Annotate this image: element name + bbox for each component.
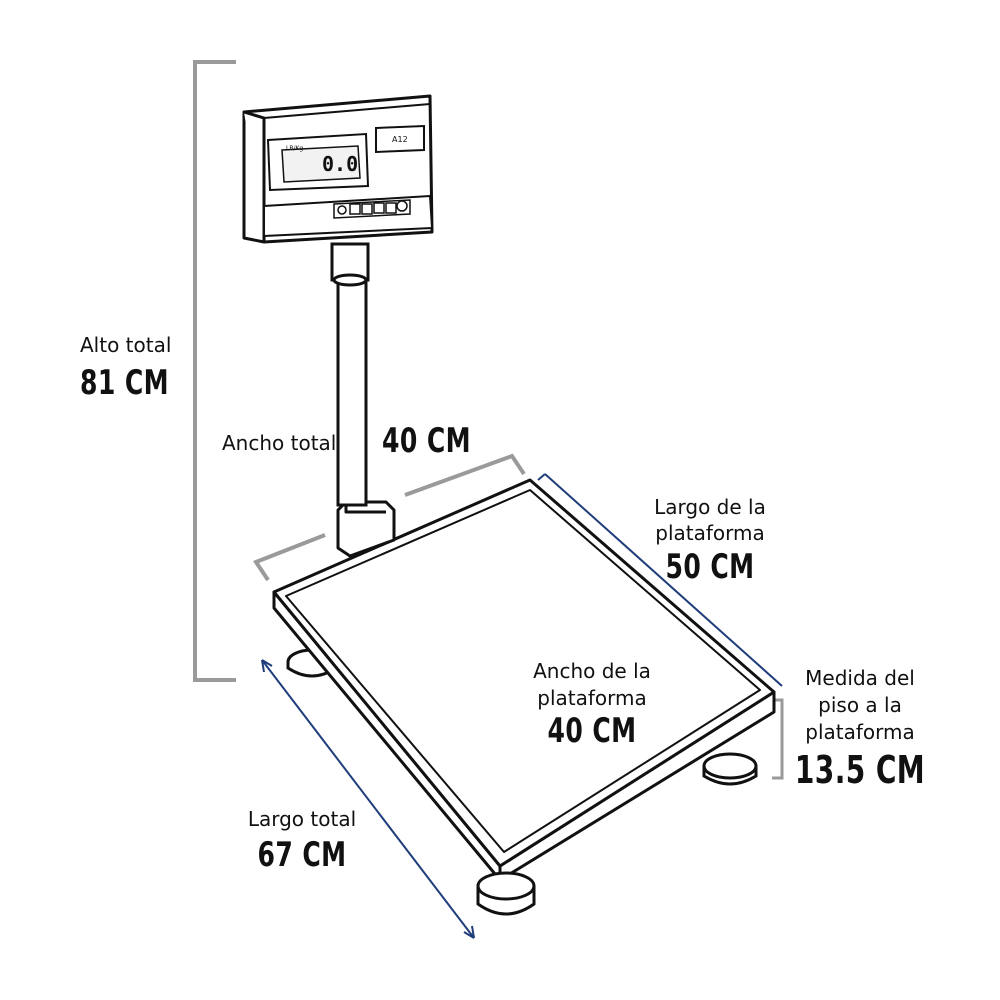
- front-left-foot: [476, 871, 536, 916]
- keypad: [333, 199, 411, 219]
- lcd-screen: [266, 132, 370, 192]
- floor-height-label-1: Medida del: [805, 666, 915, 690]
- platform-width-label-2: plataforma: [537, 686, 647, 710]
- platform-width-value: 40 CM: [547, 711, 637, 751]
- model-plate: [375, 124, 425, 154]
- lcd-unit: LB/Kg: [286, 145, 303, 152]
- total-height-label: Alto total: [80, 333, 172, 357]
- platform-length-label-1: Largo de la: [654, 495, 766, 519]
- lcd-reading: 0.0: [322, 152, 358, 176]
- floor-height-label-2: piso a la: [818, 693, 902, 717]
- platform-length-label-2: plataforma: [655, 521, 765, 545]
- total-width-label: Ancho total: [222, 431, 337, 455]
- platform-length-line: [537, 473, 783, 687]
- floor-height-bracket: [772, 698, 784, 780]
- model-label: A12: [392, 135, 408, 144]
- total-length-label: Largo total: [247, 807, 357, 831]
- platform-top: [272, 478, 776, 868]
- height-dimension-bracket: [193, 60, 236, 682]
- width-dimension-bracket: [252, 453, 526, 582]
- platform-length-value: 50 CM: [665, 547, 755, 587]
- scale-column: [330, 242, 370, 507]
- total-length-arrow: [261, 659, 475, 939]
- front-right-foot: [702, 752, 758, 786]
- total-height-value: 81 CM: [80, 363, 170, 403]
- total-width-value: 40 CM: [382, 421, 472, 461]
- total-length-value: 67 CM: [257, 835, 347, 875]
- floor-height-label-3: plataforma: [805, 720, 915, 744]
- platform-width-label-1: Ancho de la: [533, 659, 651, 683]
- floor-height-value: 13.5 CM: [794, 748, 926, 792]
